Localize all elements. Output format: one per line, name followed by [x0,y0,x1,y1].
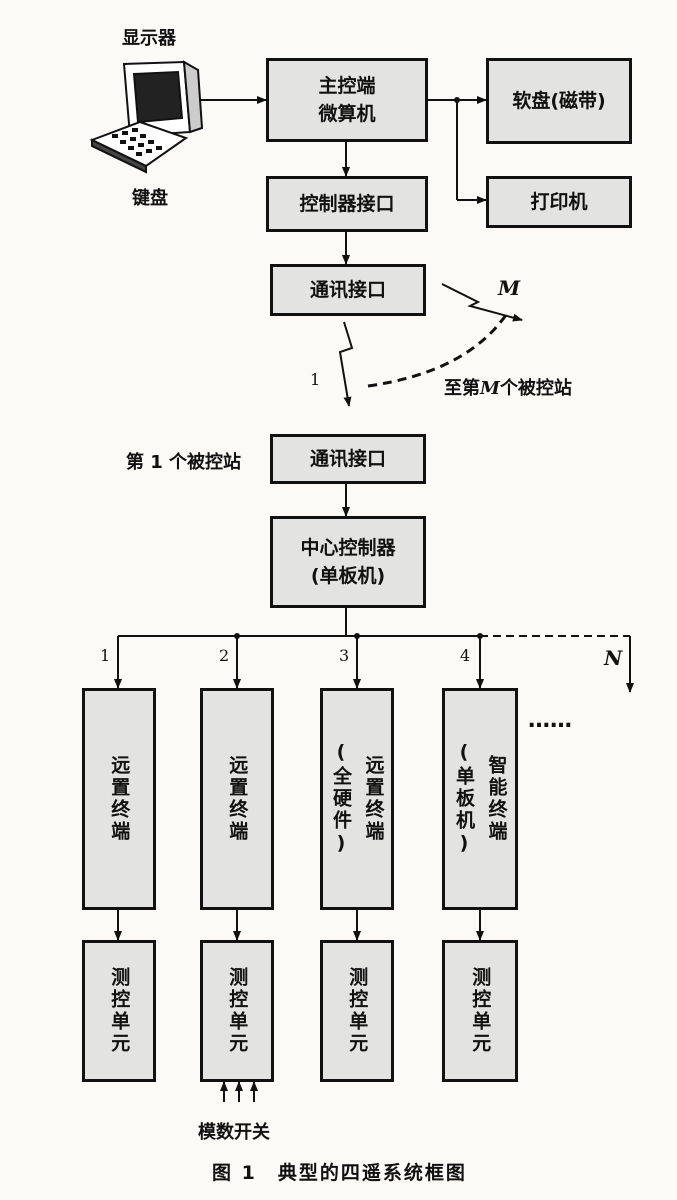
terminal-box-1: 远置终端 [82,688,156,910]
terminal-box-2: 远置终端 [200,688,274,910]
comm-interface-slave-label: 通讯接口 [309,447,386,470]
junction-dot [234,633,240,639]
unit-box-3: 测控单元 [320,940,394,1082]
station-1-label: 第 1 个被控站 [126,452,242,473]
central-controller-box: 中心控制器 (单板机) [270,516,426,608]
bus-n-symbol: N [604,646,623,670]
terminal-4-text: 智能终端 [485,755,508,843]
unit-box-1: 测控单元 [82,940,156,1082]
unit-box-4: 测控单元 [442,940,518,1082]
master-computer-box: 主控端 微算机 [266,58,428,142]
monitor-label: 显示器 [122,28,176,49]
unit-box-2: 测控单元 [200,940,274,1082]
junction-dot [454,97,460,103]
floppy-label: 软盘(磁带) [512,89,606,112]
link-m-symbol: M [498,276,521,300]
dashed-arc-to-station-m [367,311,510,388]
unit-4-text: 测控单元 [469,967,492,1055]
central-line1: 中心控制器 [300,536,396,559]
to-station-m-label: 至第M个被控站 [444,378,572,399]
bus-ellipsis: …… [528,708,572,733]
controller-interface-box: 控制器接口 [266,176,428,232]
controller-interface-label: 控制器接口 [299,192,395,215]
terminal-4-note: (单板机) [453,741,475,857]
terminal-2-text: 远置终端 [226,755,249,843]
junction-dot [354,633,360,639]
junction-dot [477,633,483,639]
bus-number-4: 4 [460,646,471,665]
comm-interface-slave-box: 通讯接口 [270,434,426,484]
master-line1: 主控端 [318,74,376,97]
monitor-keyboard-icon [89,60,204,174]
terminal-box-3: 远置终端 (全硬件) [320,688,394,910]
master-line2: 微算机 [318,103,376,125]
printer-box: 打印机 [486,176,632,228]
central-line2: (单板机) [310,565,386,587]
figure-caption: 图 1 典型的四遥系统框图 [212,1162,467,1184]
bus-number-2: 2 [219,646,230,665]
comm-interface-master-label: 通讯接口 [309,278,386,301]
link-m-lightning [441,283,523,322]
floppy-box: 软盘(磁带) [486,58,632,144]
terminal-3-note: (全硬件) [330,741,352,857]
link-1-number: 1 [310,370,321,389]
terminal-box-4: 智能终端 (单板机) [442,688,518,910]
bus-number-3: 3 [339,646,350,665]
unit-2-text: 测控单元 [226,967,249,1055]
terminal-3-text: 远置终端 [362,755,385,843]
unit-1-text: 测控单元 [108,967,131,1055]
switch-label: 模数开关 [198,1122,270,1143]
terminal-1-text: 远置终端 [108,755,131,843]
unit-3-text: 测控单元 [346,967,369,1055]
comm-interface-master-box: 通讯接口 [270,264,426,316]
printer-label: 打印机 [530,190,588,213]
bus-number-1: 1 [100,646,111,665]
keyboard-label: 键盘 [132,188,168,209]
link-1-lightning [338,321,354,407]
